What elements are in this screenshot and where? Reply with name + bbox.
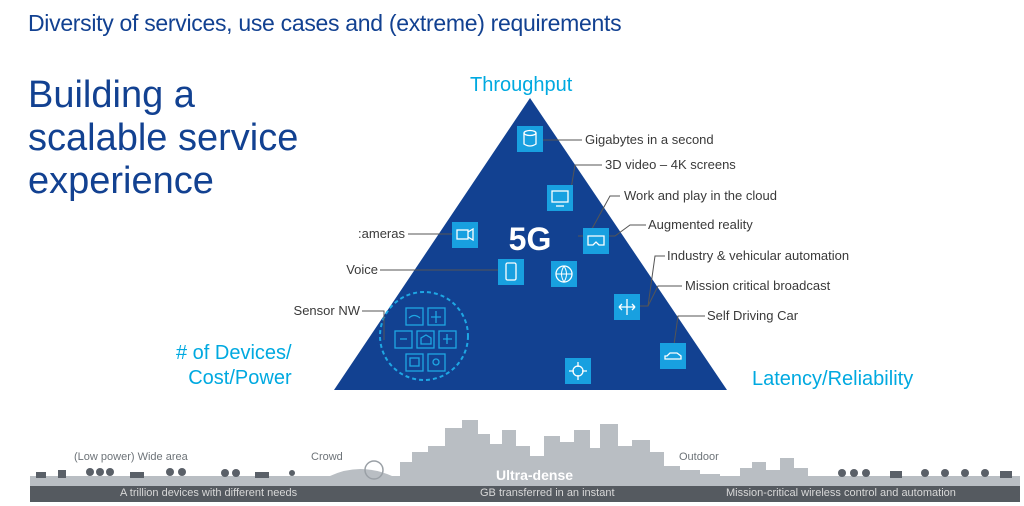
callout-cameras: :ameras <box>358 226 405 241</box>
callout-mission-broadcast: Mission critical broadcast <box>685 278 831 293</box>
crosshair-icon <box>565 358 591 384</box>
callout-gigabytes: Gigabytes in a second <box>585 132 714 147</box>
callout-3d-video: 3D video – 4K screens <box>605 157 736 172</box>
callout-industry-automation: Industry & vehicular automation <box>667 248 849 263</box>
callout-augmented-reality: Augmented reality <box>648 217 753 232</box>
bar-label-mission-critical: Mission-critical wireless control and au… <box>726 487 956 499</box>
city-label-crowd: Crowd <box>311 451 343 463</box>
monitor-icon <box>547 185 573 211</box>
bar-label-devices: A trillion devices with different needs <box>120 487 298 499</box>
bar-label-gb: GB transferred in an instant <box>480 487 615 499</box>
smartphone-icon <box>498 259 524 285</box>
camera-icon <box>452 222 478 248</box>
city-label-outdoor: Outdoor <box>679 451 719 463</box>
globe-icon <box>551 261 577 287</box>
sensor-icons <box>394 307 457 372</box>
database-icon <box>517 126 543 152</box>
axis-throughput: Throughput <box>470 74 573 96</box>
slide-heading: Building a scalable service experience <box>28 74 299 202</box>
arrows-icon <box>614 294 640 320</box>
car-icon <box>660 343 686 369</box>
callout-sensor-nw: Sensor NW <box>294 303 361 318</box>
bottom-bar <box>30 486 1020 502</box>
tree-silhouettes <box>36 468 1012 478</box>
callout-cloud: Work and play in the cloud <box>624 188 777 203</box>
axis-latency: Latency/Reliability <box>752 368 914 390</box>
sensor-network-circle <box>379 291 469 381</box>
city-skyline <box>30 420 1020 488</box>
vr-headset-icon <box>583 228 609 254</box>
axis-devices-cost: # of Devices/ Cost/Power <box>176 342 292 389</box>
callout-voice: Voice <box>346 262 378 277</box>
callout-self-driving: Self Driving Car <box>707 308 799 323</box>
center-label: 5G <box>509 221 552 257</box>
slide-subtitle: Diversity of services, use cases and (ex… <box>28 10 622 36</box>
city-label-wide-area: (Low power) Wide area <box>74 451 188 463</box>
city-label-ultra-dense: Ultra-dense <box>496 467 574 483</box>
